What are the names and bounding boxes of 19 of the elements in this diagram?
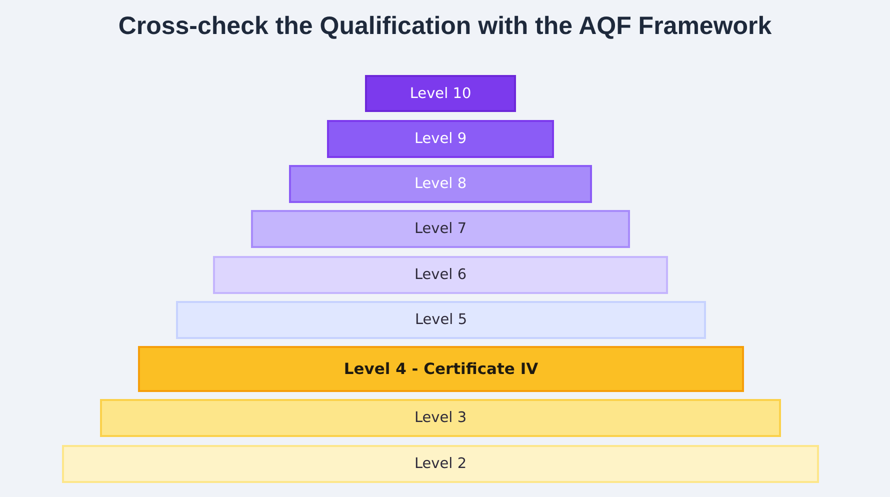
pyramid-tier-bar — [289, 165, 592, 203]
tier-label: Level 8 — [414, 176, 467, 192]
tier-label: Level 9 — [414, 131, 467, 147]
pyramid-tier-bar — [62, 445, 819, 483]
title: Cross-check the Qualification with the AQF Framework — [117, 12, 773, 41]
tier-label: Level 10 — [410, 86, 472, 102]
tier-label: Level 2 — [414, 456, 467, 472]
pyramid-tier-bar — [138, 346, 744, 392]
tier-label: Level 3 — [414, 410, 467, 426]
pyramid-tier-bar — [327, 120, 554, 158]
tier-label: Level 4 - Certificate IV — [344, 360, 538, 378]
tier-label: Level 6 — [414, 267, 467, 283]
tier-label: Level 7 — [414, 221, 467, 237]
pyramid-tier-bar — [100, 399, 781, 437]
pyramid-tier-bar — [176, 301, 706, 339]
tier-label: Level 5 — [414, 312, 468, 328]
pyramid-tier-bar — [251, 210, 630, 248]
pyramid-tier-bar — [365, 75, 516, 112]
pyramid-tier-bar — [213, 256, 668, 294]
